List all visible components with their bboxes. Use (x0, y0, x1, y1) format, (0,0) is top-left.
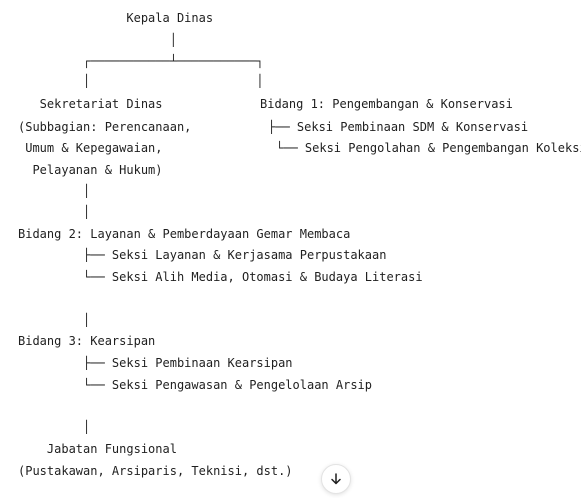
bidang-2-title: Bidang 2: Layanan & Pemberdayaan Gemar M… (18, 227, 351, 241)
chart-connector-7: │ (18, 420, 91, 434)
chart-connector-6: │ (18, 313, 91, 327)
bidang-1-seksi-1: ├── Seksi Pembinaan SDM & Konservasi (268, 120, 529, 134)
sekretariat-detail-3: Pelayanan & Hukum) (18, 163, 163, 177)
sekretariat-detail-2: Umum & Kepegawaian, (18, 141, 163, 155)
bidang-2-seksi-1: ├── Seksi Layanan & Kerjasama Perpustaka… (18, 248, 387, 262)
bidang-3-seksi-2: └── Seksi Pengawasan & Pengelolaan Arsip (18, 378, 373, 392)
jabatan-fungsional-detail: (Pustakawan, Arsiparis, Teknisi, dst.) (18, 464, 293, 478)
bidang-1-title: Bidang 1: Pengembangan & Konservasi (260, 97, 513, 111)
chart-line-1: Kepala Dinas (18, 11, 214, 25)
chart-connector-3: │ │ (18, 74, 264, 88)
bidang-3-seksi-1: ├── Seksi Pembinaan Kearsipan (18, 356, 293, 370)
scroll-to-bottom-button[interactable] (321, 464, 351, 494)
bidang-1-seksi-2: └── Seksi Pengolahan & Pengembangan Kole… (276, 141, 581, 155)
arrow-down-icon (331, 473, 341, 485)
bidang-3-title: Bidang 3: Kearsipan (18, 334, 156, 348)
jabatan-fungsional-title: Jabatan Fungsional (18, 442, 177, 456)
chart-connector-4: │ (18, 184, 91, 198)
sekretariat-title: Sekretariat Dinas (18, 97, 163, 111)
sekretariat-detail-1: (Subbagian: Perencanaan, (18, 120, 192, 134)
bidang-2-seksi-2: └── Seksi Alih Media, Otomasi & Budaya L… (18, 270, 423, 284)
chart-connector-2: ┌───────────┴───────────┐ (18, 54, 264, 68)
chart-connector-5: │ (18, 205, 91, 219)
chart-connector-1: │ (18, 33, 177, 47)
